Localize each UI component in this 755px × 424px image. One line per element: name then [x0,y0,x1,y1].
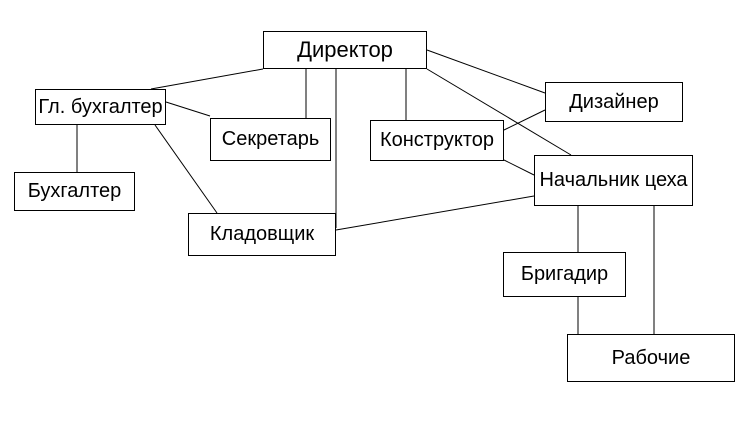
node-designer: Дизайнер [545,82,683,122]
node-secretary: Секретарь [210,118,331,161]
node-chief-accountant: Гл. бухгалтер [35,89,166,125]
link-chief-accountant-secretary [165,101,211,117]
link-storekeeper-shop-head [335,195,535,231]
node-constructor: Конструктор [370,120,504,161]
link-chief-accountant-storekeeper [154,124,218,214]
link-director-chief-accountant [150,68,264,90]
node-accountant: Бухгалтер [14,172,135,211]
link-constructor-shop-head [503,159,535,176]
node-director: Директор [263,31,427,69]
link-director-designer [426,49,546,94]
node-shop-head: Начальник цеха [534,155,693,206]
link-director-shop-head [426,68,572,156]
node-workers: Рабочие [567,334,735,382]
node-foreman: Бригадир [503,252,626,297]
node-storekeeper: Кладовщик [188,213,336,256]
link-designer-constructor [503,109,546,131]
